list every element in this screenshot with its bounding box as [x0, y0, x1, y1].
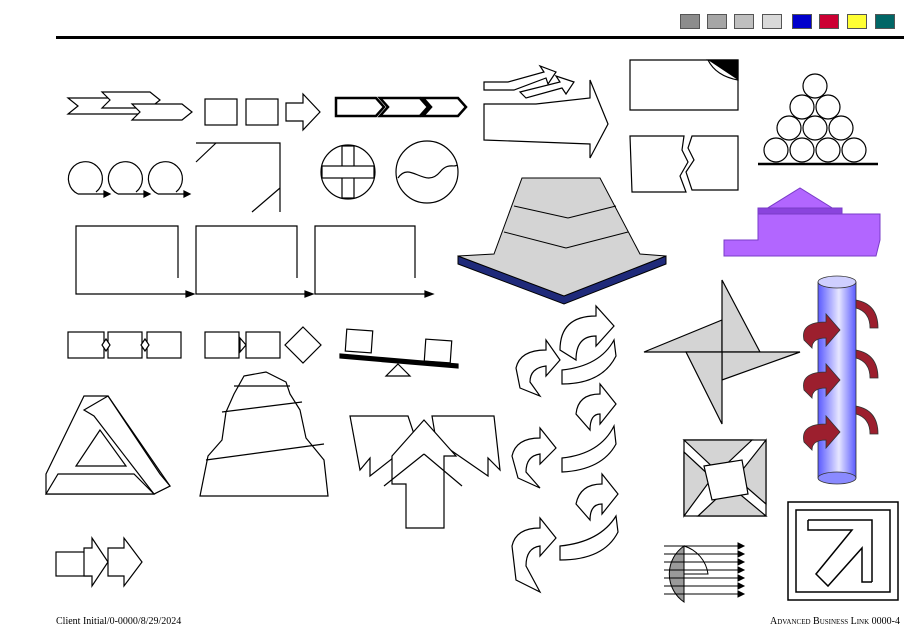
- double-arrow-blocks: [55, 536, 143, 588]
- swatch-teal: [875, 14, 895, 29]
- stacked-chevron-process: [66, 91, 193, 121]
- frame-sequence: [75, 225, 435, 298]
- footer-client-info: Client Initial/0-0000/8/29/2024: [56, 616, 182, 627]
- column-with-arrows: [803, 275, 879, 485]
- pinwheel: [643, 279, 801, 425]
- layered-chevron-3d: [457, 177, 667, 305]
- yin-yang-icon: [395, 140, 459, 204]
- cross-circle-icon: [320, 144, 376, 200]
- nested-square-spiral: [682, 438, 768, 518]
- header-rule: [56, 36, 904, 39]
- swatch-gray-lightest: [762, 14, 782, 29]
- diamond-linked-boxes: [67, 331, 182, 359]
- fanning-arrows: [483, 64, 609, 159]
- converging-arrows-diagram: [349, 415, 501, 529]
- swatch-red: [819, 14, 839, 29]
- swatch-yellow: [847, 14, 867, 29]
- balance-scale: [339, 328, 459, 377]
- boxes-to-arrow: [204, 92, 321, 132]
- corner-bracket-lines: [195, 142, 281, 213]
- swatch-gray-light: [734, 14, 754, 29]
- impossible-triangle: [44, 395, 171, 495]
- framed-diagonal-arrow: [787, 501, 899, 601]
- torn-paper-icon: [629, 135, 739, 193]
- footer-brand-page: Advanced Business Link 0000-4: [770, 616, 900, 627]
- bold-chevron-chain: [334, 96, 468, 118]
- spiral-arrows: [511, 304, 619, 594]
- swatch-gray-dark: [680, 14, 700, 29]
- violet-3d-arrow: [723, 187, 881, 257]
- loop-arrows: [67, 161, 192, 198]
- page-curl-note: [629, 59, 739, 111]
- swatch-gray-medium: [707, 14, 727, 29]
- swatch-blue: [792, 14, 812, 29]
- stacked-circles-pyramid: [758, 73, 878, 166]
- box-diamond-flow: [204, 326, 322, 364]
- half-disc-arrows: [664, 542, 746, 603]
- stacked-trapezoid-pyramid: [199, 371, 329, 497]
